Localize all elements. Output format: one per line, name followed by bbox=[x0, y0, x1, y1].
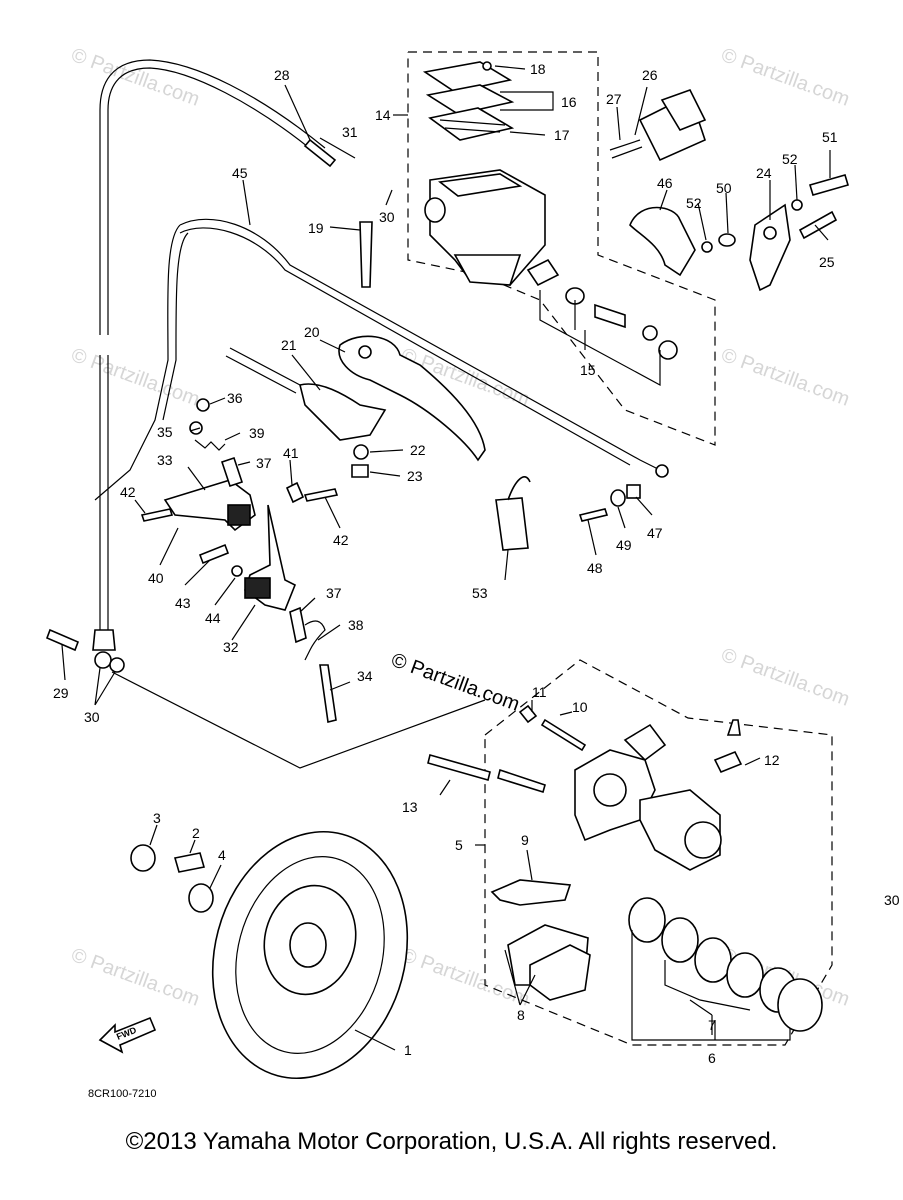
part-label: 50 bbox=[716, 180, 732, 196]
part-label: 41 bbox=[283, 445, 299, 461]
part-label: 25 bbox=[819, 254, 835, 270]
part-label: 2 bbox=[192, 825, 200, 841]
part-label: 15 bbox=[580, 362, 596, 378]
part-label: 42 bbox=[120, 484, 136, 500]
brake-disc bbox=[130, 830, 409, 1080]
part-label: 33 bbox=[157, 452, 173, 468]
master-cylinder bbox=[422, 61, 678, 387]
bracket-24 bbox=[629, 174, 849, 292]
part-label: 1 bbox=[404, 1042, 412, 1058]
piston-kit bbox=[526, 258, 678, 387]
brake-cable-45 bbox=[94, 218, 669, 501]
part-label: 14 bbox=[375, 107, 391, 123]
part-labels: 1 2 3 4 5 6 7 8 9 10 11 12 13 14 15 16 1… bbox=[53, 61, 900, 1066]
part-label: 19 bbox=[308, 220, 324, 236]
part-label: 30 bbox=[884, 892, 900, 908]
brake-switch bbox=[609, 89, 707, 162]
banjo-fitting bbox=[45, 628, 486, 769]
part-label: 53 bbox=[472, 585, 488, 601]
diagram-code: 8CR100-7210 bbox=[88, 1088, 157, 1100]
part-label: 9 bbox=[521, 832, 529, 848]
parking-linkage bbox=[140, 398, 339, 723]
part-label: 38 bbox=[348, 617, 364, 633]
part-label: 6 bbox=[708, 1050, 716, 1066]
part-label: 4 bbox=[218, 847, 226, 863]
part-label: 35 bbox=[157, 424, 173, 440]
part-label: 21 bbox=[281, 337, 297, 353]
part-label: 10 bbox=[572, 699, 588, 715]
part-label: 30 bbox=[84, 709, 100, 725]
part-label: 8 bbox=[517, 1007, 525, 1023]
part-label: 52 bbox=[782, 151, 798, 167]
lever-assembly bbox=[225, 221, 486, 478]
copyright-notice: ©2013 Yamaha Motor Corporation, U.S.A. A… bbox=[125, 1128, 778, 1155]
part-label: 26 bbox=[642, 67, 658, 83]
fwd-arrow: FWD bbox=[98, 1016, 157, 1054]
leader-lines bbox=[61, 65, 831, 1051]
part-label: 20 bbox=[304, 324, 320, 340]
watermark: © Partzilla.com bbox=[68, 44, 202, 111]
part-label: 45 bbox=[232, 165, 248, 181]
brake-hose-28 bbox=[92, 59, 337, 651]
part-label: 18 bbox=[530, 61, 546, 77]
part-label: 30 bbox=[379, 209, 395, 225]
part-label: 31 bbox=[342, 124, 358, 140]
part-label: 7 bbox=[708, 1017, 716, 1033]
watermark: © Partzilla.com bbox=[68, 944, 202, 1011]
part-label: 36 bbox=[227, 390, 243, 406]
part-label: 34 bbox=[357, 668, 373, 684]
part-label: 13 bbox=[402, 799, 418, 815]
part-label: 49 bbox=[616, 537, 632, 553]
part-label: 29 bbox=[53, 685, 69, 701]
part-label: 23 bbox=[407, 468, 423, 484]
part-label: 37 bbox=[326, 585, 342, 601]
part-label: 16 bbox=[561, 94, 577, 110]
part-label: 24 bbox=[756, 165, 772, 181]
part-label: 32 bbox=[223, 639, 239, 655]
tag-53 bbox=[495, 476, 531, 551]
part-label: 5 bbox=[455, 837, 463, 853]
part-label: 3 bbox=[153, 810, 161, 826]
part-label: 48 bbox=[587, 560, 603, 576]
part-label: 44 bbox=[205, 610, 221, 626]
part-label: 51 bbox=[822, 129, 838, 145]
part-label: 11 bbox=[532, 684, 547, 700]
part-label: 43 bbox=[175, 595, 191, 611]
watermark: © Partzilla.com bbox=[718, 44, 852, 111]
part-label: 28 bbox=[274, 67, 290, 83]
part-label: 42 bbox=[333, 532, 349, 548]
part-label: 17 bbox=[554, 127, 570, 143]
watermark: © Partzilla.com bbox=[718, 644, 852, 711]
pivot-hardware bbox=[578, 484, 641, 522]
part-label: 52 bbox=[686, 195, 702, 211]
part-label: 22 bbox=[410, 442, 426, 458]
part-label: 47 bbox=[647, 525, 663, 541]
part-label: 27 bbox=[606, 91, 622, 107]
part-label: 46 bbox=[657, 175, 673, 191]
center-watermark: © Partzilla.com bbox=[388, 649, 522, 716]
part-label: 12 bbox=[764, 752, 780, 768]
watermark: © Partzilla.com bbox=[718, 344, 852, 411]
watermark: © Partzilla.com bbox=[68, 344, 202, 411]
part-label: 39 bbox=[249, 425, 265, 441]
part-label: 40 bbox=[148, 570, 164, 586]
assembly-outlines bbox=[407, 51, 833, 1046]
part-label: 37 bbox=[256, 455, 272, 471]
